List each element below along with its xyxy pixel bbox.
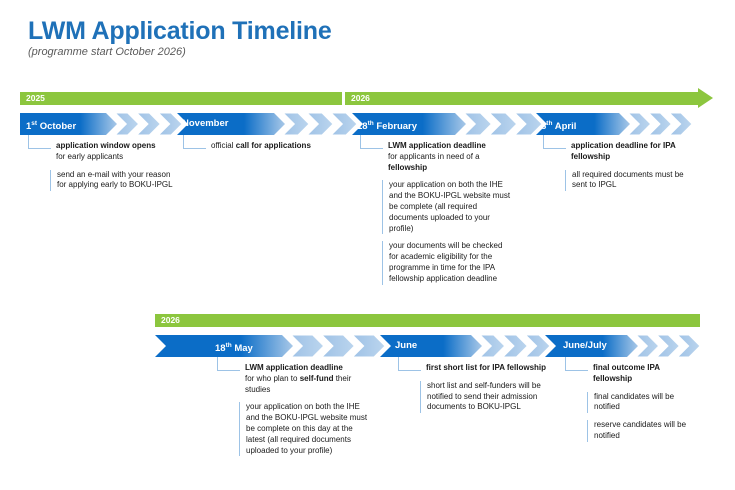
- timeline-segment[interactable]: [155, 335, 385, 357]
- segment-chevron-graphic: [536, 113, 692, 135]
- timeline-segment[interactable]: [20, 113, 182, 135]
- connector-elbow-icon: [28, 135, 51, 149]
- page-subtitle: (programme start October 2026): [28, 46, 186, 59]
- timeline-segment[interactable]: [352, 113, 542, 135]
- timeline-segment[interactable]: [380, 335, 550, 357]
- connector-elbow-icon: [565, 357, 588, 371]
- segment-chevron-graphic: [155, 335, 385, 357]
- page-title: LWM Application Timeline: [28, 17, 332, 45]
- year-label-2026: 2026: [155, 314, 700, 327]
- chevron-band: 1st October November 18th February: [20, 113, 692, 135]
- header: LWM Application Timeline (programme star…: [28, 17, 332, 59]
- year-label-2025: 2025: [20, 92, 342, 105]
- connector-elbow-icon: [183, 135, 206, 149]
- connector-elbow-icon: [360, 135, 383, 149]
- note-stack: official call for applications: [205, 141, 370, 159]
- connector-elbow-icon: [543, 135, 566, 149]
- timeline-segment[interactable]: [536, 113, 692, 135]
- chevron-band: 18th May June June/July: [155, 335, 700, 357]
- segment-chevron-graphic: [20, 113, 182, 135]
- segment-chevron-graphic: [352, 113, 542, 135]
- timeline-segment[interactable]: [177, 113, 357, 135]
- segment-chevron-graphic: [177, 113, 357, 135]
- year-band: 2026: [155, 314, 700, 327]
- note-stack: first short list for IPA fellowship short…: [420, 363, 580, 420]
- segment-chevron-graphic: [380, 335, 550, 357]
- connector-elbow-icon: [398, 357, 421, 371]
- note-headline: first short list for IPA fellowship: [426, 363, 547, 372]
- year-label-2026: 2026: [345, 92, 700, 105]
- connector-elbow-icon: [217, 357, 240, 371]
- timeline-arrow-icon: [698, 88, 713, 108]
- segment-chevron-graphic: [545, 335, 700, 357]
- note-headline: official call for applications: [211, 141, 311, 150]
- timeline-segment[interactable]: [545, 335, 700, 357]
